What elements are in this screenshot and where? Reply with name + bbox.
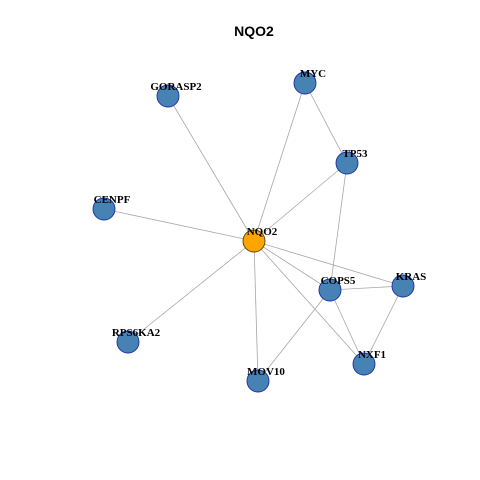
edges-layer — [103, 82, 404, 382]
node-label-kras: KRAS — [396, 271, 427, 283]
node-nqo2: NQO2 — [242, 226, 278, 253]
node-label-cops5: COPS5 — [321, 275, 356, 287]
node-circle-kras — [391, 274, 415, 298]
node-circle-mov10 — [246, 369, 270, 393]
edge-myc-tp53 — [304, 82, 348, 164]
node-gorasp2: GORASP2 — [150, 81, 202, 108]
node-label-nxf1: NXF1 — [358, 349, 386, 361]
edge-kras-nxf1 — [363, 285, 404, 365]
node-cops5: COPS5 — [318, 275, 356, 302]
edge-cops5-kras — [329, 285, 404, 291]
edge-nqo2-mov10 — [253, 240, 259, 382]
node-label-gorasp2: GORASP2 — [150, 81, 202, 93]
node-label-rps6ka2: RPS6KA2 — [112, 327, 161, 339]
node-label-nqo2: NQO2 — [247, 226, 278, 238]
node-label-tp53: TP53 — [342, 148, 368, 160]
node-circle-nqo2 — [242, 229, 266, 253]
node-circle-myc — [293, 71, 317, 95]
node-kras: KRAS — [391, 271, 427, 298]
edge-nqo2-kras — [253, 240, 404, 287]
node-nxf1: NXF1 — [352, 349, 386, 376]
edge-nqo2-tp53 — [253, 162, 348, 242]
edge-nqo2-myc — [253, 82, 306, 242]
edge-nqo2-gorasp2 — [167, 95, 255, 242]
edge-cops5-nxf1 — [329, 289, 365, 365]
node-label-myc: MYC — [300, 68, 326, 80]
graph-title: NQO2 — [234, 23, 274, 39]
node-mov10: MOV10 — [246, 366, 285, 393]
node-circle-gorasp2 — [156, 84, 180, 108]
node-circle-rps6ka2 — [116, 330, 140, 354]
node-label-cenpf: CENPF — [94, 194, 131, 206]
node-myc: MYC — [293, 68, 326, 95]
edge-nqo2-nxf1 — [253, 240, 365, 365]
node-label-mov10: MOV10 — [247, 366, 285, 378]
node-circle-nxf1 — [352, 352, 376, 376]
edge-nqo2-rps6ka2 — [127, 240, 255, 343]
node-cenpf: CENPF — [92, 194, 131, 221]
edge-tp53-cops5 — [329, 162, 348, 291]
node-circle-cops5 — [318, 278, 342, 302]
node-rps6ka2: RPS6KA2 — [112, 327, 161, 354]
node-tp53: TP53 — [335, 148, 368, 175]
edge-cops5-mov10 — [257, 289, 331, 382]
node-circle-cenpf — [92, 197, 116, 221]
edge-nqo2-cenpf — [103, 208, 255, 242]
node-circle-tp53 — [335, 151, 359, 175]
edge-nqo2-cops5 — [253, 240, 331, 291]
